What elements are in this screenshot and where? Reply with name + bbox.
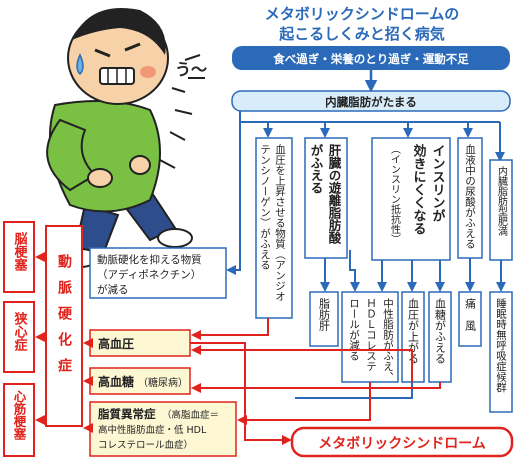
uric-acid-text: 血液中の尿酸がふえる bbox=[464, 143, 476, 249]
disease-cerebral: 脳梗塞 bbox=[3, 221, 35, 293]
metabolic-syndrome-text: メタボリックシンドローム bbox=[318, 436, 486, 452]
title-line-2: 起こるしくみと招く病気 bbox=[278, 25, 445, 43]
accumulation-banner bbox=[231, 90, 511, 112]
accumulation-text: 内臓脂肪がたまる bbox=[325, 95, 417, 109]
gout-text: 痛 風 bbox=[464, 297, 477, 332]
insulin-line-2: 効きにくくなる bbox=[411, 143, 427, 235]
insulin-sub: （インスリン抵抗性） bbox=[389, 144, 401, 244]
hypertension-text: 高血圧 bbox=[98, 336, 134, 351]
sick-man-illustration bbox=[46, 8, 205, 268]
adiponectin-box: 動脈硬化を抑える物質 （アディポネクチン） が減る bbox=[89, 247, 227, 299]
arteriosclerosis-text: 動脈硬化症 bbox=[56, 253, 72, 384]
dyslipidemia-text: 脂質異常症 bbox=[97, 407, 156, 421]
myocardial-text: 心筋梗塞 bbox=[12, 390, 27, 441]
hyperglycemia-note: （糖尿病） bbox=[138, 376, 188, 389]
title-line-1: メタボリックシンドロームの bbox=[265, 5, 460, 23]
exclamation-text: う〜 bbox=[175, 60, 207, 79]
result-sugar-up: 血糖がふえる bbox=[428, 291, 452, 383]
condition-hypertension: 高血圧 bbox=[89, 329, 191, 357]
result-fatty-liver: 脂肪肝 bbox=[309, 291, 339, 347]
sugar-up-text: 血糖がふえる bbox=[434, 297, 447, 364]
result-lipid: 中性脂肪がふえ、 ＨＤＬコレステ ロールが減る bbox=[341, 291, 399, 383]
angina-text: 狭心症 bbox=[12, 311, 29, 352]
cause-banner bbox=[232, 46, 510, 70]
adiponectin-line-1: 動脈硬化を抑える物質 bbox=[97, 253, 202, 266]
lipid-line-3: ロールが減る bbox=[348, 298, 360, 361]
lipid-line-1: 中性脂肪がふえ、 bbox=[382, 297, 394, 382]
bp-up-text: 血圧が上がる bbox=[407, 297, 420, 364]
dyslipidemia-note-3: コレステロール血症） bbox=[98, 439, 193, 451]
column-fatty-acid: 肝臓の遊離脂肪酸 がふえる bbox=[304, 137, 348, 259]
column-angiotensin: 血圧を上昇させる物質（アンジオ テンシノーゲン）がふえる bbox=[255, 137, 293, 319]
fatty-liver-text: 脂肪肝 bbox=[318, 297, 331, 331]
result-gout: 痛 風 bbox=[458, 291, 482, 347]
cause-text: 食べ過ぎ・栄養のとり過ぎ・運動不足 bbox=[273, 52, 469, 66]
adiponectin-line-2: （アディポネクチン） bbox=[97, 268, 201, 281]
lipid-line-2: ＨＤＬコレステ bbox=[365, 298, 377, 372]
column-insulin: インスリンが 効きにくくなる （インスリン抵抗性） bbox=[371, 137, 451, 261]
disease-angina: 狭心症 bbox=[3, 301, 35, 373]
condition-hyperglycemia: 高血糖 （糖尿病） bbox=[89, 367, 191, 395]
angiotensin-line-1: 血圧を上昇させる物質（アンジオ bbox=[274, 143, 286, 301]
angiotensin-line-2: テンシノーゲン）がふえる bbox=[259, 144, 271, 270]
result-sleep-apnea: 睡眠時無呼吸症候群 bbox=[489, 291, 513, 413]
dyslipidemia-note-1: （高脂血症＝ bbox=[162, 409, 219, 421]
sleep-apnea-text: 睡眠時無呼吸症候群 bbox=[495, 297, 507, 393]
fatty-acid-line-1: 肝臓の遊離脂肪酸 bbox=[327, 143, 342, 245]
column-visceral-obesity: 内臓脂肪型肥満 bbox=[489, 159, 513, 261]
column-uric-acid: 血液中の尿酸がふえる bbox=[457, 137, 483, 259]
adiponectin-line-3: が減る bbox=[97, 283, 129, 296]
metabolic-syndrome-banner bbox=[290, 426, 514, 458]
cerebral-text: 脳梗塞 bbox=[12, 232, 28, 272]
fatty-acid-line-2: がふえる bbox=[309, 143, 324, 194]
dyslipidemia-note-2: 高中性脂肪血症・低 HDL bbox=[98, 424, 207, 436]
insulin-line-1: インスリンが bbox=[430, 144, 446, 222]
visceral-obesity-text: 内臓脂肪型肥満 bbox=[496, 165, 508, 237]
arteriosclerosis-box: 動脈硬化症 bbox=[45, 225, 83, 427]
hyperglycemia-text: 高血糖 bbox=[98, 374, 134, 389]
disease-myocardial: 心筋梗塞 bbox=[3, 383, 35, 457]
condition-dyslipidemia: 脂質異常症 （高脂血症＝ 高中性脂肪血症・低 HDL コレステロール血症） bbox=[89, 401, 237, 457]
